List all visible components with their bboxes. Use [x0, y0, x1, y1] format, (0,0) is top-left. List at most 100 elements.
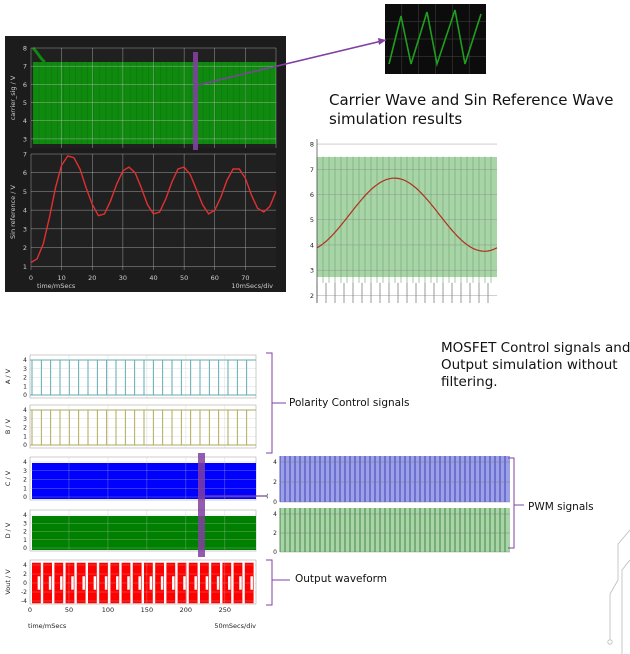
- sin-reference-line: [30, 155, 277, 264]
- trace-y-label: D / V: [4, 522, 12, 538]
- carrier-y-tick: 8: [23, 45, 27, 53]
- trace-y-tick: 2: [23, 375, 27, 382]
- trace-y-tick: 2: [23, 529, 27, 536]
- zoom-marker: [193, 52, 198, 150]
- carrier-title: Carrier Wave and Sin Reference Wave simu…: [329, 91, 614, 128]
- sin-x-tick: 30: [119, 274, 127, 282]
- trace-y-label: C / V: [4, 470, 12, 486]
- pwm-zoom-marker: [198, 453, 205, 557]
- sin-y-tick: 5: [23, 188, 27, 196]
- polarity-label: Polarity Control signals: [289, 397, 410, 409]
- sin-y-tick: 4: [23, 207, 27, 215]
- trace-y-label: A / V: [4, 368, 12, 384]
- trace-y-tick: 2: [23, 425, 27, 432]
- circuit-line-2: [621, 559, 630, 654]
- pwm-label: PWM signals: [528, 501, 594, 513]
- trace-fill: [32, 463, 256, 499]
- zoom-y-tick: 7: [310, 166, 314, 174]
- trace-y-tick: 0: [23, 580, 27, 587]
- sin-y-axis-label: Sin reference / V: [9, 184, 17, 238]
- trace-y-tick: 1: [23, 537, 27, 544]
- sin-x-tick: 40: [149, 274, 157, 282]
- sin-x-ticks: 0 10 20 30 40 50 60 70: [29, 274, 250, 282]
- sin-x-tick: 70: [241, 274, 249, 282]
- pwm-y-tick: 4: [273, 511, 277, 518]
- sin-y-tick: 2: [23, 244, 27, 252]
- trace-y-tick: 4: [23, 407, 27, 414]
- pwm-grid: [279, 456, 510, 553]
- trace-y-label: B / V: [4, 418, 12, 434]
- sin-y-tick: 3: [23, 225, 27, 233]
- scope1-x-axis-title: time/mSecs: [37, 282, 76, 290]
- sin-x-tick: 20: [88, 274, 96, 282]
- pwm-y-tick: 0: [273, 499, 277, 506]
- trace-y-tick: 1: [23, 485, 27, 492]
- carrier-y-tick: 7: [23, 63, 27, 71]
- zoom-y-tick: 4: [310, 241, 314, 249]
- trace-y-label: Vout / V: [4, 569, 12, 595]
- trace-y-tick: -2: [21, 589, 27, 596]
- trace-y-tick: 0: [23, 442, 27, 449]
- trace-y-tick: 3: [23, 366, 27, 373]
- circuit-decoration: [607, 529, 630, 654]
- scope1-x-scale: 10mSecs/div: [231, 282, 273, 290]
- sin-x-tick: 50: [180, 274, 188, 282]
- zoom-y-tick: 3: [310, 267, 314, 275]
- sin-y-tick: 7: [23, 151, 27, 159]
- carrier-settle: [31, 46, 46, 64]
- mosfet-title-line1: MOSFET Control signals and: [441, 340, 630, 356]
- pwm-y-tick: 0: [273, 549, 277, 556]
- sin-grid: [30, 153, 276, 270]
- mosfet-x-tick: 150: [141, 606, 153, 614]
- trace-y-tick: 0: [23, 545, 27, 552]
- trace-fill: [32, 516, 256, 550]
- circuit-node: [607, 639, 613, 645]
- mosfet-title: MOSFET Control signals and Output simula…: [441, 340, 630, 391]
- carrier-y-tick: 5: [23, 99, 27, 107]
- pwm-y-tick: 2: [273, 530, 277, 537]
- sin-x-tick: 60: [211, 274, 219, 282]
- trace-y-tick: 3: [23, 416, 27, 423]
- mini-scope: [385, 4, 486, 74]
- carrier-y-tick: 3: [23, 135, 27, 143]
- mosfet-x-tick: 0: [28, 606, 32, 614]
- zoom-y-tick: 6: [310, 191, 314, 199]
- mosfet-x-tick: 100: [102, 606, 114, 614]
- mini-carrier-wave: [388, 9, 482, 68]
- sin-x-tick: 10: [57, 274, 65, 282]
- trace-y-tick: 1: [23, 433, 27, 440]
- mosfet-x-tick: 200: [180, 606, 192, 614]
- zoom-connector-arrow: [378, 38, 386, 45]
- zoom-y-tick: 8: [310, 141, 314, 149]
- mosfet-title-line2: Output simulation without: [441, 356, 618, 373]
- mosfet-x-scale: 50mSecs/div: [214, 622, 256, 630]
- polarity-bracket: [266, 352, 273, 454]
- output-bracket: [266, 559, 273, 606]
- sin-y-tick: 1: [23, 263, 27, 271]
- trace-y-tick: -4: [21, 598, 27, 605]
- zoom-connector-line: [197, 39, 387, 86]
- mosfet-x-tick: 50: [65, 606, 73, 614]
- trace-y-tick: 4: [23, 357, 27, 364]
- zoom-y-tick: 2: [310, 292, 314, 300]
- sin-x-tick: 0: [29, 274, 33, 282]
- trace-y-tick: 4: [23, 459, 27, 466]
- pwm-y-tick: 4: [273, 459, 277, 466]
- trace-y-tick: 3: [23, 520, 27, 527]
- mosfet-x-axis-title: time/mSecs: [28, 622, 67, 630]
